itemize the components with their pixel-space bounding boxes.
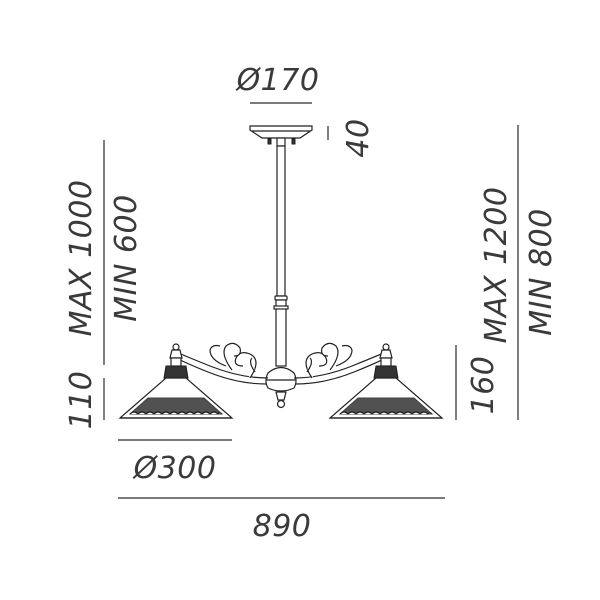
total-width-label: 890 bbox=[253, 509, 312, 544]
left-drop-max-label: MAX 1000 bbox=[64, 180, 99, 337]
chandelier bbox=[118, 125, 444, 419]
left-drop-min-label: MIN 600 bbox=[109, 194, 144, 321]
right-lamp bbox=[328, 343, 444, 419]
shade-height-label: 110 bbox=[64, 371, 99, 430]
left-arm bbox=[175, 342, 269, 385]
shade-diameter-label: Ø300 bbox=[132, 451, 217, 486]
canopy-diameter-label: Ø170 bbox=[235, 63, 320, 98]
right-drop-max-label: MAX 1200 bbox=[479, 187, 514, 344]
right-arm bbox=[293, 342, 387, 385]
canopy bbox=[249, 125, 313, 147]
stem bbox=[273, 145, 289, 367]
right-drop-min-label: MIN 800 bbox=[524, 208, 559, 335]
central-hub bbox=[265, 366, 297, 409]
canopy-height-label: 40 bbox=[341, 118, 376, 157]
arm-height-label: 160 bbox=[466, 356, 501, 415]
left-lamp bbox=[118, 343, 234, 419]
